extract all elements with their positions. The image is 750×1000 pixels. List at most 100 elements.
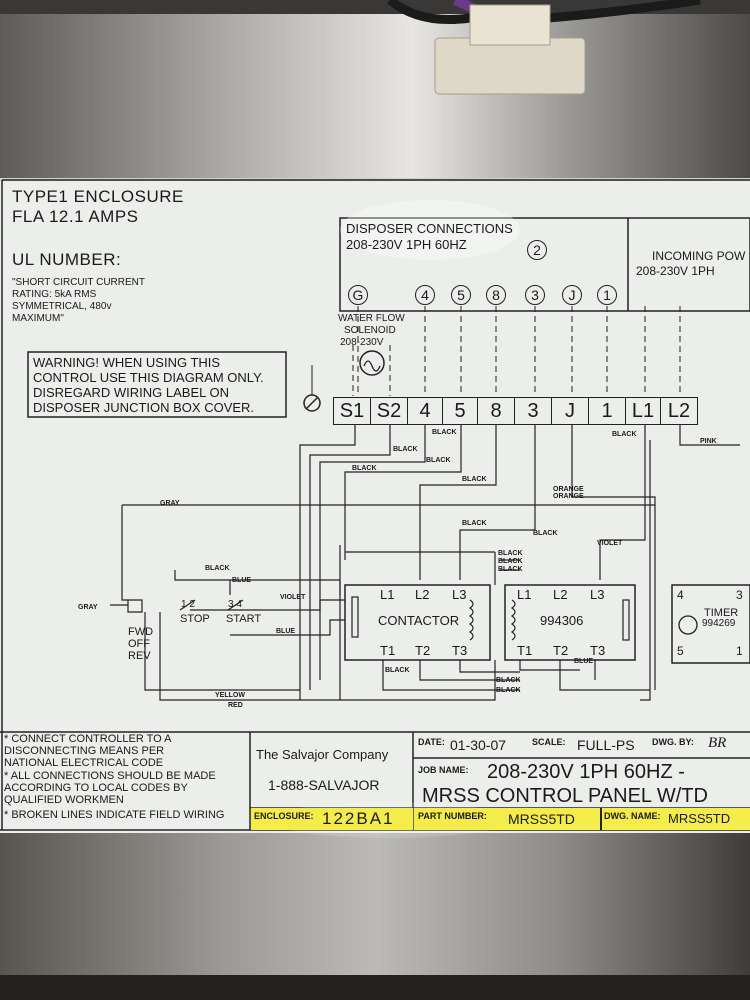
company-name: The Salvajor Company <box>256 747 389 762</box>
note-line: * CONNECT CONTROLLER TO A <box>4 733 172 745</box>
contactor-t2: T2 <box>415 643 431 658</box>
wire-label-black: BLACK <box>498 550 523 557</box>
wire-label-black: BLACK <box>462 520 487 527</box>
timer-pin-5: 5 <box>677 644 684 658</box>
wire-label-black: BLACK <box>393 446 418 453</box>
disposer-circle-1: 1 <box>597 285 617 305</box>
relay-l2: L2 <box>553 587 568 602</box>
timer-label: TIMER <box>704 607 739 619</box>
short-circuit-line: RATING: 5kA RMS <box>12 289 97 300</box>
wire-label-black: BLACK <box>498 558 523 565</box>
ul-number: UL NUMBER: <box>12 250 122 269</box>
timer-pin-4: 4 <box>677 588 684 602</box>
note-line: QUALIFIED WORKMEN <box>4 794 124 806</box>
switch-rev: REV <box>128 650 151 662</box>
wire-label-pink: PINK <box>700 438 717 445</box>
wire-label-black: BLACK <box>385 667 410 674</box>
date-label: DATE: <box>418 737 445 747</box>
enclosure-type: TYPE1 ENCLOSURE <box>12 187 184 206</box>
disposer-circle-j: J <box>562 285 582 305</box>
solenoid-label: WATER FLOW <box>338 313 405 324</box>
disposer-circle-top: 2 <box>527 240 547 260</box>
contactor-l2: L2 <box>415 587 430 602</box>
wire-label-black: BLACK <box>496 677 521 684</box>
timer-pin-1: 1 <box>736 644 743 658</box>
wire-label-black: BLACK <box>426 457 451 464</box>
wire-label-blue: BLUE <box>276 628 296 635</box>
disposer-title: DISPOSER CONNECTIONS <box>346 221 513 236</box>
wire-label-black: BLACK <box>533 530 558 537</box>
scale-label: SCALE: <box>532 737 566 747</box>
contactor-l1: L1 <box>380 587 395 602</box>
note-line: DISCONNECTING MEANS PER <box>4 745 165 757</box>
relay-label: 994306 <box>540 613 584 628</box>
terminal-1: 1 <box>588 397 626 425</box>
terminal-3: 3 <box>514 397 552 425</box>
contactor-t3: T3 <box>452 643 468 658</box>
solenoid-label: 208-230V <box>340 337 384 348</box>
wire-label-black: BLACK <box>205 565 230 572</box>
wire-label-black: BLACK <box>352 465 377 472</box>
warning-line: DISREGARD WIRING LABEL ON <box>33 385 229 400</box>
incoming-title: INCOMING POW <box>652 249 746 263</box>
wire-label-violet: VIOLET <box>280 594 306 601</box>
warning-line: WARNING! WHEN USING THIS <box>33 355 221 370</box>
relay-t3: T3 <box>590 643 606 658</box>
company-phone: 1-888-SALVAJOR <box>268 777 380 793</box>
terminal-s2: S2 <box>370 397 408 425</box>
disposer-circle-8: 8 <box>486 285 506 305</box>
part-number-cell <box>414 808 750 830</box>
contactor-label: CONTACTOR <box>378 613 460 628</box>
terminal-j: J <box>551 397 589 425</box>
terminal-4: 4 <box>407 397 443 425</box>
terminal-l2: L2 <box>660 397 698 425</box>
wire-label-orange: ORANGE <box>553 493 584 500</box>
dwg-by-value: BR <box>708 735 727 751</box>
enclosure-cell <box>251 808 413 830</box>
wire-label-black: BLACK <box>432 429 457 436</box>
terminal-s1: S1 <box>333 397 371 425</box>
short-circuit-line: "SHORT CIRCUIT CURRENT <box>12 277 146 288</box>
contactor-l3: L3 <box>452 587 467 602</box>
disposer-circle-4: 4 <box>415 285 435 305</box>
dwg-name-label: DWG. NAME: <box>604 811 661 821</box>
job-name-label: JOB NAME: <box>418 765 469 775</box>
solenoid-label: SOLENOID <box>344 325 396 336</box>
wire-label-black: BLACK <box>462 476 487 483</box>
wire-label-gray: GRAY <box>78 604 98 611</box>
relay-l1: L1 <box>517 587 532 602</box>
incoming-voltage: 208-230V 1PH <box>636 264 715 278</box>
disposer-circle-3: 3 <box>525 285 545 305</box>
timer-part: 994269 <box>702 618 736 629</box>
wire-label-blue: BLUE <box>574 658 594 665</box>
switch-off: OFF <box>128 638 150 650</box>
stop-button: STOP <box>180 613 210 625</box>
timer-pin-3: 3 <box>736 588 743 602</box>
wire-label-orange: ORANGE <box>553 486 584 493</box>
start-contacts: 3 4 <box>228 599 242 610</box>
part-number-value: MRSS5TD <box>508 811 575 827</box>
terminal-l1: L1 <box>625 397 661 425</box>
wire-label-black: BLACK <box>612 431 637 438</box>
job-name-line1: 208-230V 1PH 60HZ - <box>487 761 685 783</box>
switch-fwd: FWD <box>128 626 154 638</box>
contactor-t1: T1 <box>380 643 396 658</box>
enclosure-value: 122BA1 <box>322 809 395 828</box>
disposer-circle-g: G <box>348 285 368 305</box>
wire-label-yellow: YELLOW <box>215 692 245 699</box>
relay-l3: L3 <box>590 587 605 602</box>
relay-t1: T1 <box>517 643 533 658</box>
disposer-voltage: 208-230V 1PH 60HZ <box>346 237 467 252</box>
note-line: * BROKEN LINES INDICATE FIELD WIRING <box>4 809 225 821</box>
short-circuit-line: MAXIMUM" <box>12 313 64 324</box>
note-line: * ALL CONNECTIONS SHOULD BE MADE <box>4 770 216 782</box>
wire-label-blue: BLUE <box>232 577 252 584</box>
fla-rating: FLA 12.1 AMPS <box>12 207 139 226</box>
enclosure-label: ENCLOSURE: <box>254 811 314 821</box>
part-number-label: PART NUMBER: <box>418 811 487 821</box>
warning-line: DISPOSER JUNCTION BOX COVER. <box>33 400 255 415</box>
wire-label-black: BLACK <box>498 566 523 573</box>
wire-label-gray: GRAY <box>160 500 180 507</box>
dwg-name-value: MRSS5TD <box>668 811 731 826</box>
